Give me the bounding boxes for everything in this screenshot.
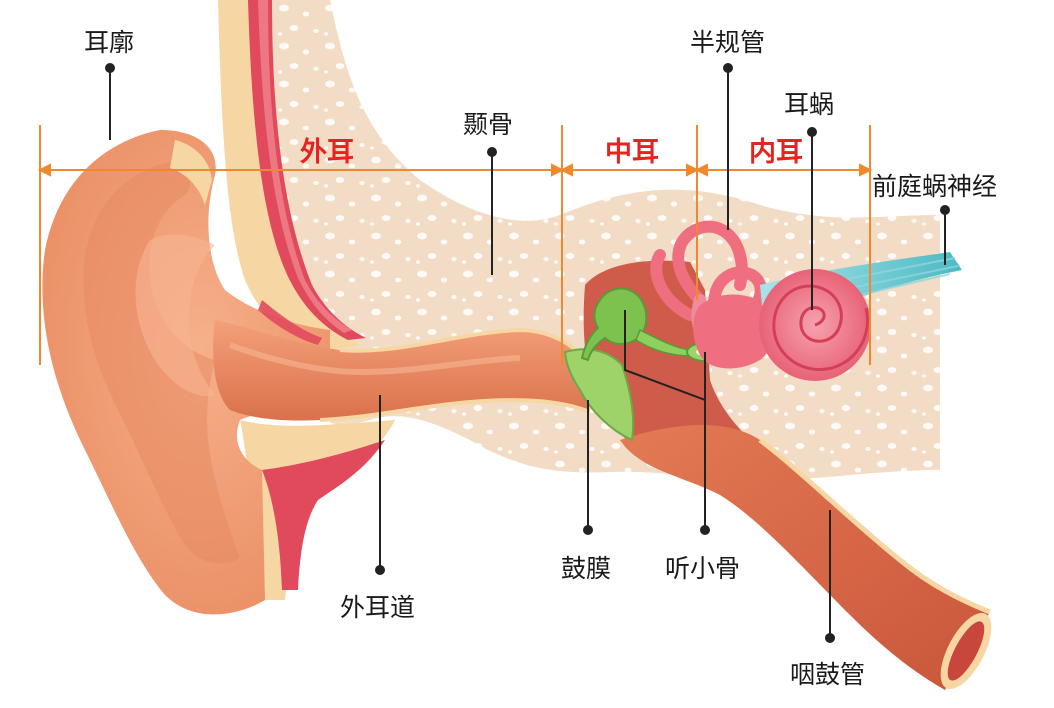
label-eustachian-tube: 咽鼓管 <box>790 660 866 689</box>
leader-dot <box>940 205 950 215</box>
section-label-middle-ear: 中耳 <box>605 137 659 168</box>
leader-dot <box>825 633 835 643</box>
eardrum <box>563 348 635 442</box>
label-ear-canal: 外耳道 <box>340 593 416 622</box>
leader-dot <box>700 525 710 535</box>
cochlea <box>759 269 871 381</box>
arrow-head <box>559 163 573 177</box>
label-semicircular-canals: 半规管 <box>690 28 766 57</box>
label-temporal-bone: 颞骨 <box>463 110 514 139</box>
eustachian-tube <box>620 425 992 690</box>
arrow-head <box>37 163 51 177</box>
muscle-strip <box>258 300 322 345</box>
vestibule <box>693 294 775 369</box>
leader-dot <box>375 565 385 575</box>
label-cochlea: 耳蜗 <box>784 90 835 119</box>
auricle <box>42 130 330 615</box>
leader-dot <box>723 63 733 73</box>
leader-dot <box>807 127 817 137</box>
ear-canal <box>213 320 591 422</box>
arrow-head <box>551 163 565 177</box>
arrow-head <box>694 163 708 177</box>
label-eardrum: 鼓膜 <box>561 554 612 583</box>
leader-dot <box>583 525 593 535</box>
section-extent-lines <box>37 125 873 365</box>
arrow-head <box>686 163 700 177</box>
arrow-head <box>859 163 873 177</box>
section-label-inner-ear: 内耳 <box>749 137 803 168</box>
leader-dot <box>487 147 497 157</box>
label-auricle: 耳廓 <box>84 28 135 57</box>
section-label-outer-ear: 外耳 <box>300 137 354 168</box>
leader-ossicles-a <box>624 310 706 530</box>
label-vestibulocochlear-nerve: 前庭蜗神经 <box>872 172 998 201</box>
leader-lines <box>105 63 950 643</box>
label-ossicles: 听小骨 <box>665 554 741 583</box>
leader-dot <box>105 63 115 73</box>
